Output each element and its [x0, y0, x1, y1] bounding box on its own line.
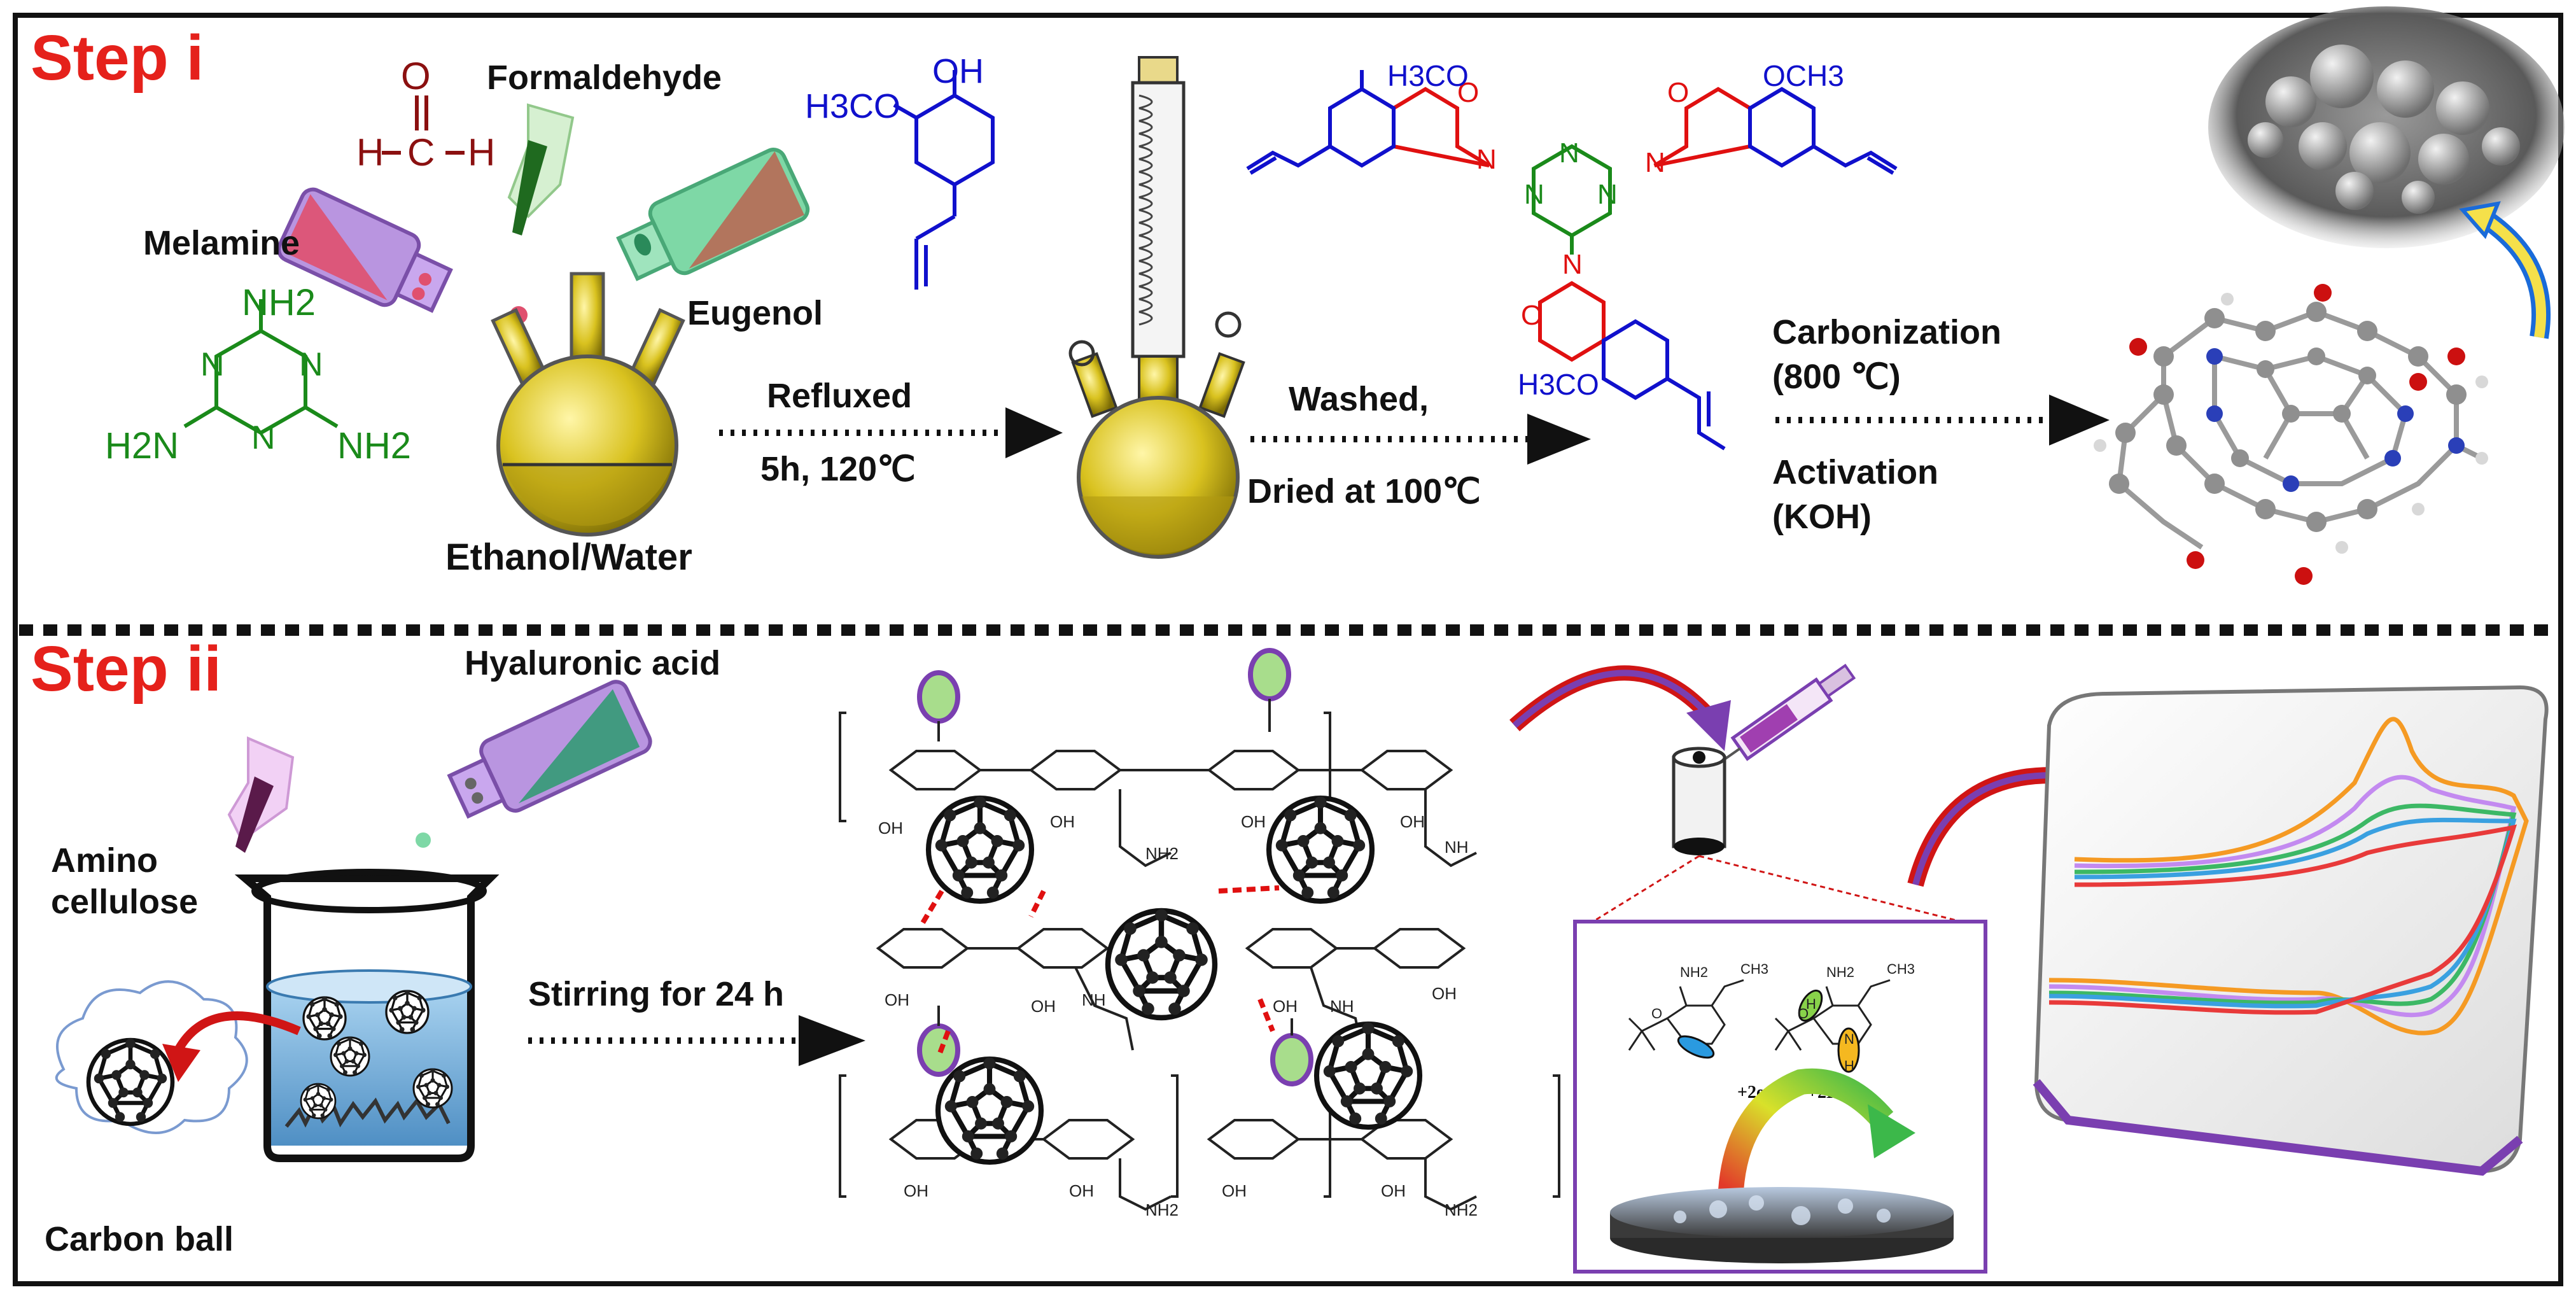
- carbon-ball-cloud: [55, 980, 248, 1134]
- arrow2-bottom-label: Dried at 100℃: [1247, 472, 1481, 510]
- svg-text:O: O: [1457, 77, 1479, 108]
- svg-text:H: H: [468, 131, 495, 174]
- step-i-title: Step i: [31, 22, 204, 94]
- svg-text:N: N: [251, 419, 276, 456]
- svg-text:OH: OH: [1381, 1181, 1406, 1200]
- hyaluronic-acid-label: Hyaluronic acid: [465, 644, 720, 682]
- arrow-head-1: [1005, 407, 1063, 458]
- svg-text:NH2: NH2: [1145, 1200, 1179, 1219]
- melamine-label: Melamine: [143, 224, 300, 262]
- stirring-arrow-head: [799, 1015, 865, 1066]
- svg-text:OH: OH: [1432, 984, 1457, 1003]
- cv-plot: [2033, 685, 2549, 1176]
- syringe-icon: [1713, 663, 1856, 768]
- svg-text:OH: OH: [932, 52, 984, 90]
- svg-text:H: H: [1806, 996, 1816, 1012]
- svg-text:H2N: H2N: [105, 425, 179, 467]
- svg-text:NH2: NH2: [1145, 844, 1179, 863]
- svg-text:OH: OH: [904, 1181, 928, 1200]
- network-labels: NH2 NH NH2 NH2 NH NH OH OH OH OH OH OH O…: [878, 812, 1478, 1219]
- svg-text:OH: OH: [1222, 1181, 1247, 1200]
- arrow2-top-label: Washed,: [1289, 380, 1429, 418]
- amino-label-line1: Amino: [51, 841, 158, 880]
- activation-agent-label: (KOH): [1772, 498, 1872, 536]
- svg-text:NH2: NH2: [1680, 964, 1708, 980]
- hyaluronic-vial: [416, 680, 652, 848]
- svg-text:H: H: [1844, 1058, 1854, 1074]
- svg-text:H3CO: H3CO: [805, 87, 900, 125]
- glassy-carbon-electrode-icon: [1672, 747, 1726, 855]
- solvent-label: Ethanol/Water: [445, 537, 692, 578]
- svg-text:N: N: [1524, 179, 1544, 210]
- mechanism-inset: NH2 CH3 NH2 CH3 O O N H H +2e⁻ +2H⁺: [1573, 920, 1987, 1274]
- activation-label: Activation: [1772, 453, 1938, 491]
- svg-text:N: N: [200, 346, 225, 383]
- svg-text:N: N: [1476, 144, 1497, 175]
- dropper-icon: [507, 103, 575, 235]
- arrow-head-3: [2049, 395, 2110, 446]
- svg-text:OH: OH: [1400, 812, 1425, 831]
- svg-text:NH2: NH2: [1826, 964, 1854, 980]
- transfer-arrow: [174, 1011, 301, 1053]
- svg-text:CH3: CH3: [1887, 961, 1915, 977]
- melamine-structure: NH2 NH2 H2N N N N: [105, 282, 411, 467]
- eugenol-structure: OH H3CO: [805, 52, 995, 290]
- arrow-head-2: [1527, 414, 1591, 465]
- stirring-label: Stirring for 24 h: [528, 975, 784, 1013]
- arrow1-top-label: Refluxed: [767, 377, 912, 415]
- svg-text:O: O: [1521, 300, 1543, 331]
- svg-text:C: C: [407, 131, 435, 174]
- amino-cellulose-dropper-icon: [227, 736, 295, 853]
- svg-text:NH: NH: [1445, 838, 1469, 857]
- svg-text:O: O: [1651, 1006, 1662, 1022]
- melamine-vial: [277, 187, 528, 324]
- sem-image: [2208, 6, 2565, 248]
- step-ii-title: Step ii: [31, 633, 221, 705]
- amino-label-line2: cellulose: [51, 883, 198, 921]
- svg-text:OH: OH: [1031, 997, 1056, 1016]
- svg-text:OH: OH: [1050, 812, 1075, 831]
- svg-text:N: N: [299, 346, 323, 383]
- svg-text:H3CO: H3CO: [1518, 368, 1599, 401]
- beaker-icon: [234, 869, 500, 1162]
- svg-text:OH: OH: [878, 818, 903, 838]
- carbon-ball-label: Carbon ball: [45, 1220, 234, 1258]
- svg-text:OCH3: OCH3: [1763, 59, 1844, 92]
- svg-text:NH: NH: [1330, 997, 1354, 1016]
- svg-text:OH: OH: [1241, 812, 1266, 831]
- carbonization-label: Carbonization: [1772, 313, 2001, 351]
- h-bond-lines: [920, 885, 1280, 1058]
- svg-text:H3CO: H3CO: [1387, 59, 1469, 92]
- formaldehyde-structure: O C H H: [356, 55, 495, 174]
- eugenol-vial: [616, 148, 810, 281]
- round-flask-icon: [491, 272, 685, 537]
- svg-text:NH: NH: [1082, 990, 1106, 1009]
- svg-text:N: N: [1559, 137, 1579, 169]
- svg-text:N: N: [1844, 1031, 1854, 1047]
- svg-text:H: H: [356, 131, 384, 174]
- svg-text:CH3: CH3: [1740, 961, 1768, 977]
- svg-text:OH: OH: [1273, 997, 1298, 1016]
- arrow1-bottom-label: 5h, 120℃: [760, 450, 916, 488]
- svg-text:N: N: [1645, 147, 1665, 178]
- svg-text:N: N: [1597, 179, 1618, 210]
- formaldehyde-label: Formaldehyde: [487, 59, 722, 97]
- carbon-framework-model: [2094, 284, 2488, 585]
- reflux-condenser-icon: [1068, 56, 1245, 559]
- svg-text:NH2: NH2: [337, 425, 411, 467]
- svg-text:OH: OH: [1069, 1181, 1094, 1200]
- svg-text:O: O: [401, 55, 431, 97]
- svg-text:NH2: NH2: [242, 282, 316, 323]
- eugenol-label: Eugenol: [687, 294, 823, 332]
- svg-text:N: N: [1562, 249, 1583, 280]
- carbonization-temp-label: (800 ℃): [1772, 358, 1901, 396]
- benzoxazine-structure: N N N N O H3CO N O OCH3 N O H3CO: [1246, 59, 1898, 451]
- svg-text:NH2: NH2: [1445, 1200, 1478, 1219]
- figure-border: [13, 13, 2563, 1286]
- svg-text:O: O: [1667, 77, 1689, 108]
- svg-text:O: O: [1798, 1006, 1809, 1022]
- svg-text:OH: OH: [885, 990, 909, 1009]
